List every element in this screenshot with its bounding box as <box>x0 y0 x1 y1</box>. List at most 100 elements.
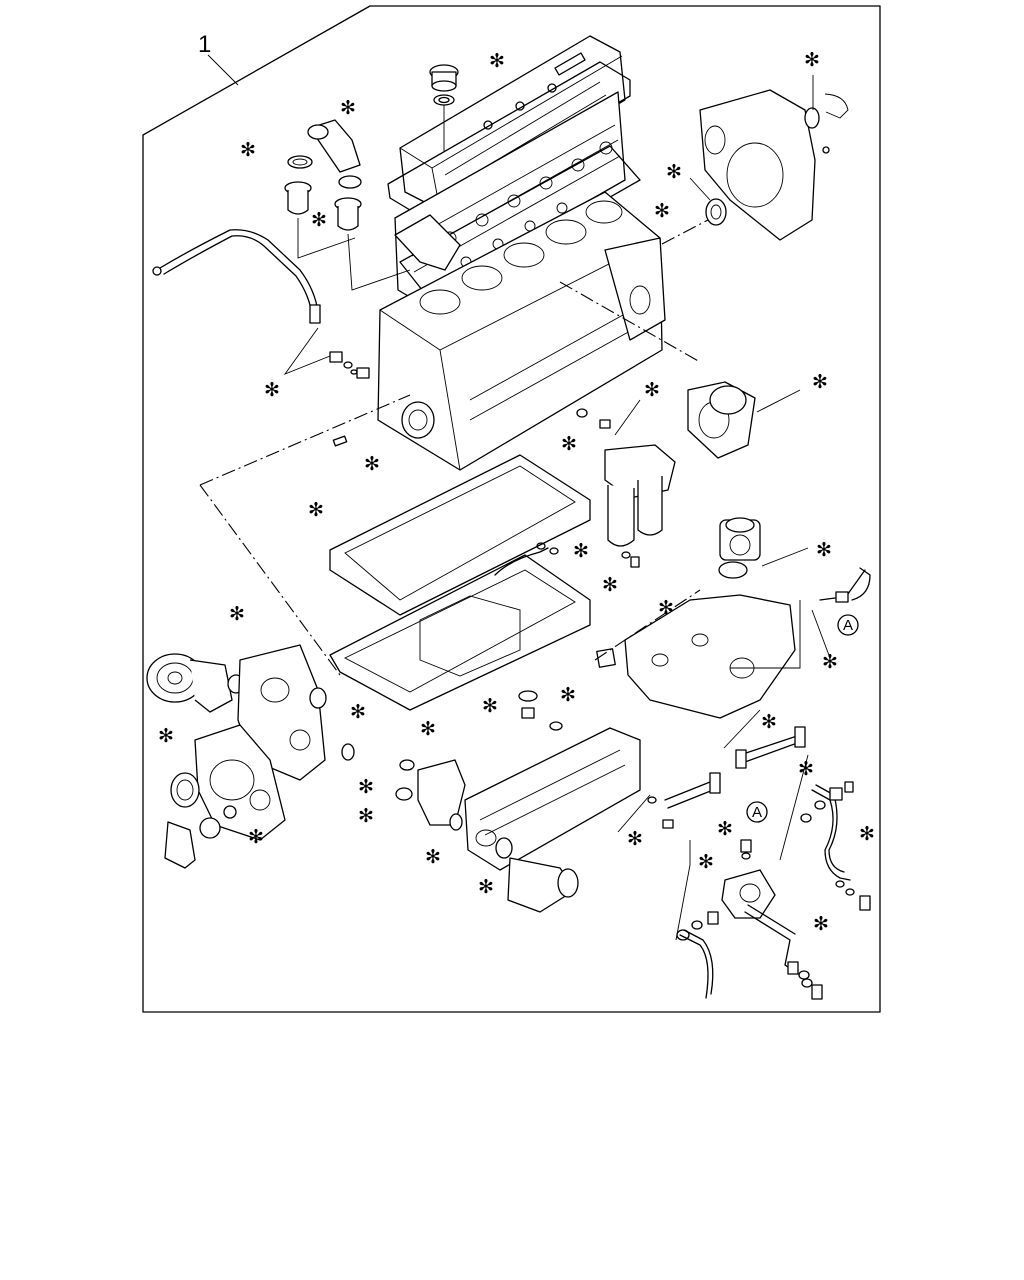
pan-to-block-leader <box>199 394 411 486</box>
cover-o-ring <box>199 817 221 839</box>
kit-marker: ✻ <box>364 453 380 475</box>
oil-cooler-element <box>507 857 579 913</box>
kit-marker: ✻ <box>489 50 505 72</box>
kit-marker: ✻ <box>358 805 374 827</box>
pipe-leader <box>675 840 691 941</box>
timing-o-ring <box>309 687 327 709</box>
housing-o-ring <box>804 107 820 129</box>
water-pump <box>146 653 233 713</box>
kit-marker: ✻ <box>698 851 714 873</box>
kit-marker: ✻ <box>859 823 875 845</box>
kit-marker: ✻ <box>264 379 280 401</box>
drain-plug <box>518 690 538 719</box>
kit-marker: ✻ <box>311 209 327 231</box>
leakoff-leader <box>779 754 809 861</box>
block-plug-2 <box>350 367 370 379</box>
thermostat-leader-2 <box>347 233 411 291</box>
sensor-to-pipe-leader <box>617 794 651 833</box>
fuel-sensor <box>740 839 752 860</box>
egr-leader <box>761 547 809 567</box>
kit-marker: ✻ <box>804 49 820 71</box>
kit-marker: ✻ <box>822 651 838 673</box>
kit-marker: ✻ <box>654 200 670 222</box>
front-oil-seal <box>170 772 200 808</box>
kit-marker: ✻ <box>229 603 245 625</box>
kit-marker: ✻ <box>248 826 264 848</box>
fuel-pipe-middle <box>647 772 721 829</box>
kit-marker: ✻ <box>717 818 733 840</box>
callout-leader-line <box>207 54 239 86</box>
kit-marker: ✻ <box>627 828 643 850</box>
timing-case-gasket <box>237 644 326 781</box>
block-small-gasket <box>332 435 348 447</box>
pan-small-parts <box>536 542 559 555</box>
inlet-manifold <box>624 594 796 719</box>
kit-markers: ✻ ✻ ✻ ✻ ✻ ✻ ✻ ✻ ✻ ✻ ✻ ✻ ✻ ✻ ✻ ✻ ✻ ✻ ✻ ✻ … <box>158 49 875 935</box>
filter-bolt <box>576 408 611 429</box>
kit-marker: ✻ <box>420 718 436 740</box>
thermostat-seal-ring-2 <box>338 175 362 189</box>
kit-marker: ✻ <box>350 701 366 723</box>
kit-marker: ✻ <box>358 776 374 798</box>
thermostat-housing <box>307 119 361 173</box>
kit-marker: ✻ <box>644 379 660 401</box>
kit-marker: ✻ <box>425 846 441 868</box>
cylinder-block <box>377 191 666 471</box>
oil-pan-gasket <box>329 454 591 616</box>
oil-filler-cap <box>429 64 459 106</box>
kit-marker: ✻ <box>561 433 577 455</box>
timing-o-ring-2 <box>341 743 355 761</box>
housing-small-seal <box>822 146 830 154</box>
kit-marker: ✻ <box>602 574 618 596</box>
bracket-o-ring <box>395 787 413 801</box>
head-cover-gasket <box>387 61 631 217</box>
egr-gasket <box>718 561 748 579</box>
supply-pump <box>721 869 776 919</box>
reference-a-label-top: A <box>843 617 853 634</box>
manifold-small-gasket <box>596 648 616 668</box>
cover-o-ring-2 <box>223 805 237 819</box>
drain-bolt <box>621 551 640 568</box>
block-to-seal-leader <box>661 219 709 245</box>
kit-marker: ✻ <box>798 758 814 780</box>
egr-valve <box>719 517 761 561</box>
manifold-leader <box>594 589 701 661</box>
oil-pan <box>329 547 591 711</box>
oil-filter-assembly <box>604 444 676 547</box>
front-cover <box>194 724 286 841</box>
kit-marker: ✻ <box>158 725 174 747</box>
pan-left-leader <box>199 484 341 676</box>
block-plug-1 <box>329 351 353 369</box>
flywheel-housing <box>699 89 816 241</box>
water-inlet-pipe <box>164 821 196 869</box>
cooler-o-ring <box>495 837 513 859</box>
water-outlet-pipe <box>394 214 461 271</box>
rear-oil-seal <box>705 198 727 226</box>
kit-boundary-frame <box>142 5 881 1013</box>
upper-pipe-leader <box>723 709 761 749</box>
sensor-leader <box>811 609 831 659</box>
fuel-return-pipe <box>676 904 823 1000</box>
filter-leader <box>614 399 641 436</box>
oil-cooler-cover <box>464 727 641 871</box>
reference-a-circle-bottom <box>746 801 768 823</box>
plug-leader <box>283 327 331 375</box>
bracket-o-ring-3 <box>449 813 463 831</box>
oil-pump-cover <box>687 381 756 459</box>
cooler-seal <box>549 721 563 731</box>
thermostat-2 <box>334 197 362 231</box>
thermostat-leader <box>297 218 356 259</box>
fuel-pipe-upper <box>735 726 806 769</box>
kit-marker: ✻ <box>573 540 589 562</box>
kit-marker: ✻ <box>340 97 356 119</box>
sensor-connector <box>819 567 871 603</box>
bracket-o-ring-2 <box>399 759 415 771</box>
thermostat-1 <box>284 181 312 215</box>
kit-marker: ✻ <box>658 597 674 619</box>
kit-marker: ✻ <box>240 139 256 161</box>
oil-pump-leader <box>756 389 801 413</box>
manifold-pipe-leader <box>730 600 801 669</box>
head-gasket <box>399 145 641 301</box>
